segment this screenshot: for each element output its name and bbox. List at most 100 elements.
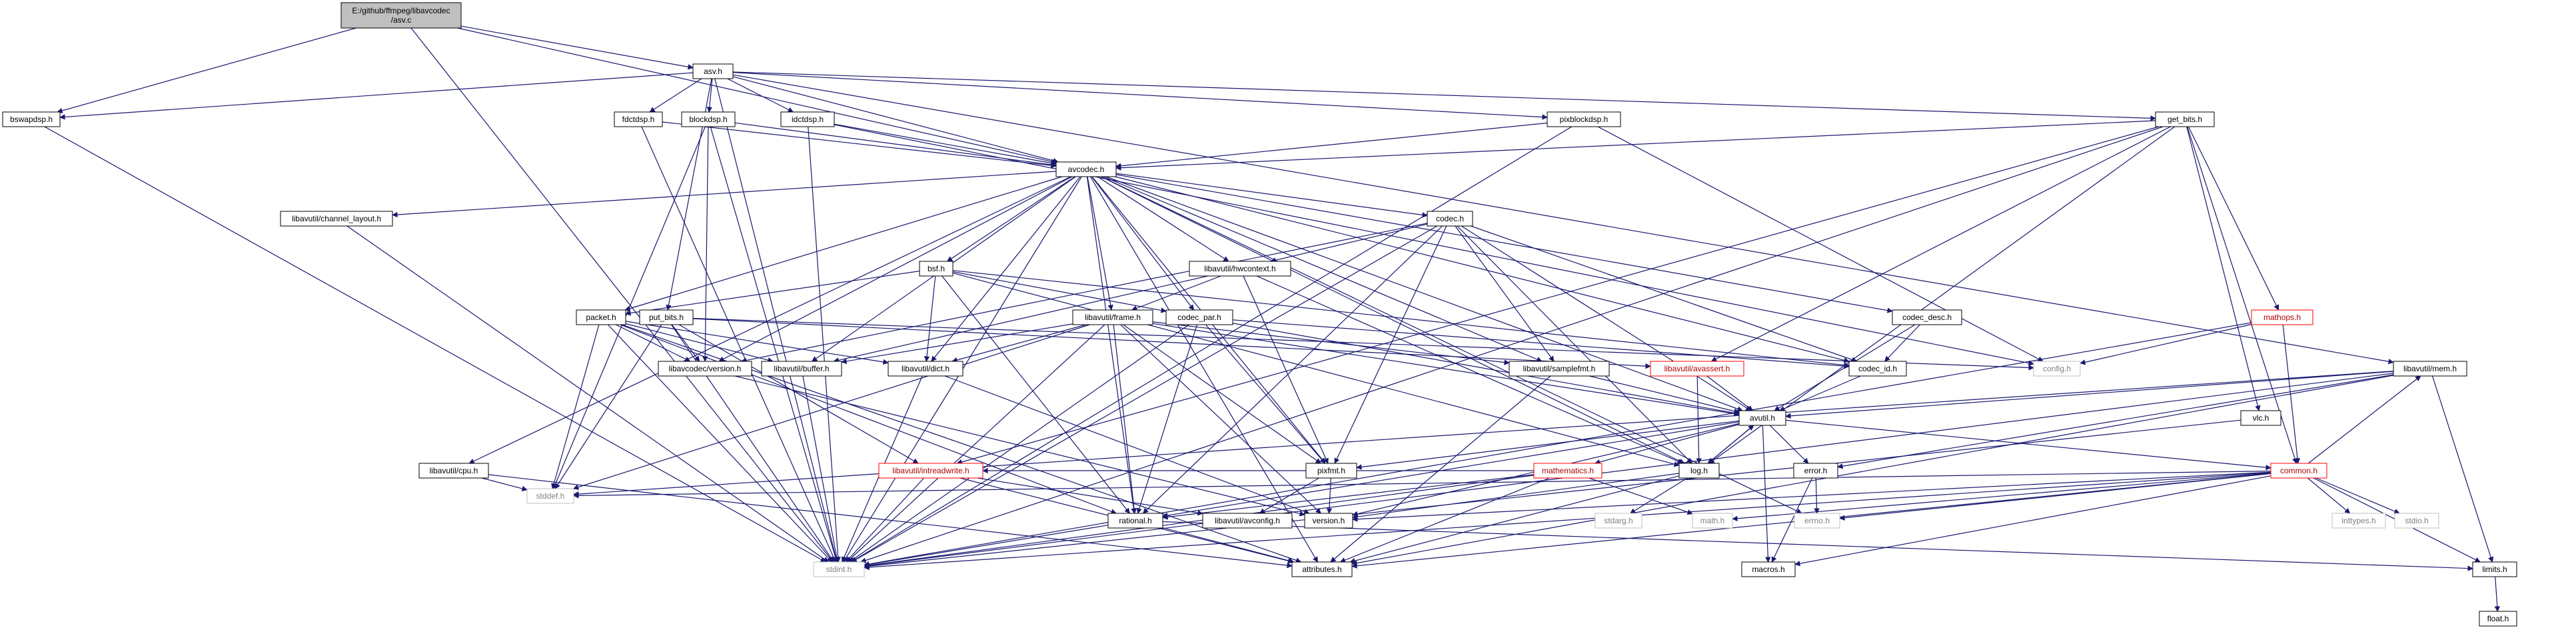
dependency-edge: [1162, 521, 2473, 571]
dependency-edge: [1696, 375, 1702, 464]
node-idctdsp-h[interactable]: idctdsp.h: [780, 111, 835, 127]
dependency-edge: [671, 324, 834, 563]
node-pixfmt-h[interactable]: pixfmt.h: [1305, 463, 1357, 479]
node-box: [1678, 463, 1720, 479]
node-box: [1595, 513, 1642, 529]
node-channel-layout-h[interactable]: libavutil/channel_layout.h: [280, 211, 393, 227]
node-limits-h[interactable]: limits.h: [2472, 561, 2517, 577]
node-mathematics-h[interactable]: mathematics.h: [1533, 463, 1603, 479]
dependency-edge: [841, 323, 1073, 365]
dependency-edge: [457, 27, 1057, 165]
node-frame-h[interactable]: libavutil/frame.h: [1072, 309, 1153, 325]
node-samplefmt-h[interactable]: libavutil/samplefmt.h: [1509, 361, 1610, 377]
node-box: [418, 463, 489, 479]
node-box: [1107, 513, 1163, 529]
node-blockdsp-h[interactable]: blockdsp.h: [681, 111, 736, 127]
dependency-edge: [1101, 176, 1685, 464]
node-box: [340, 2, 462, 29]
dependency-edge: [1232, 323, 1740, 416]
node-label: avutil.h: [1750, 413, 1775, 423]
dependency-edge: [977, 477, 1203, 516]
node-packet-h[interactable]: packet.h: [576, 309, 626, 325]
dependency-edge: [1259, 477, 1319, 514]
node-macros-h[interactable]: macros.h: [1741, 561, 1796, 577]
node-dict-h[interactable]: libavutil/dict.h: [888, 361, 964, 377]
node-layer: E:/github/ffmpeg/libavcodec/asv.c asv.h bs…: [2, 2, 2517, 627]
dependency-edge: [944, 375, 1310, 515]
node-box: [639, 309, 694, 325]
node-rational-h[interactable]: rational.h: [1107, 513, 1163, 529]
node-box: [692, 63, 734, 79]
node-label: rational.h: [1119, 516, 1151, 525]
node-errno-h: errno.h: [1794, 513, 1840, 529]
node-get-bits-h[interactable]: get_bits.h: [2155, 111, 2215, 127]
node-label: codec_par.h: [1177, 313, 1221, 322]
node-avassert-h[interactable]: libavutil/avassert.h: [1650, 361, 1744, 377]
node-box: [681, 111, 736, 127]
dependency-edge: [735, 375, 1305, 517]
dependency-edge: [410, 27, 834, 563]
dependency-edge: [1089, 176, 1319, 563]
dependency-edge: [666, 78, 712, 311]
node-label: /asv.c: [391, 15, 411, 25]
dependency-edge: [740, 223, 1428, 363]
dependency-edge: [734, 122, 1057, 168]
node-version-h[interactable]: version.h: [1304, 513, 1353, 529]
node-avcodec-h[interactable]: avcodec.h: [1055, 161, 1117, 177]
node-version-lc-h[interactable]: libavcodec/version.h: [658, 361, 752, 377]
dependency-edge: [1270, 223, 1428, 263]
node-buffer-h[interactable]: libavutil/buffer.h: [761, 361, 842, 377]
node-mathops-h[interactable]: mathops.h: [2251, 309, 2313, 325]
node-label: macros.h: [1752, 565, 1784, 574]
node-fdctdsp-h[interactable]: fdctdsp.h: [614, 111, 663, 127]
dependency-edge: [732, 72, 1548, 120]
dependency-edge: [624, 176, 1063, 311]
node-error-h[interactable]: error.h: [1793, 463, 1838, 479]
node-vlc-h[interactable]: vlc.h: [2240, 410, 2281, 426]
node-hwcontext-h[interactable]: libavutil/hwcontext.h: [1189, 261, 1291, 277]
node-label: asv.h: [704, 67, 722, 76]
node-box: [1165, 309, 1233, 325]
node-box: [1304, 513, 1353, 529]
dependency-edge: [1629, 477, 1688, 514]
node-log-h[interactable]: log.h: [1678, 463, 1720, 479]
node-codec-id-h[interactable]: codec_id.h: [1848, 361, 1907, 377]
node-asv-h[interactable]: asv.h: [692, 63, 734, 79]
dependency-edge: [1162, 474, 1535, 520]
node-label: codec.h: [1436, 214, 1464, 223]
node-mem-h[interactable]: libavutil/mem.h: [2393, 361, 2467, 377]
dependency-edge: [607, 324, 833, 563]
dependency-edge: [2307, 375, 2421, 464]
node-attributes-h[interactable]: attributes.h: [1291, 561, 1353, 577]
node-label: libavutil/channel_layout.h: [292, 214, 381, 223]
node-common-h[interactable]: common.h: [2270, 463, 2327, 479]
dependency-edge: [952, 270, 1850, 368]
node-avconfig-h[interactable]: libavutil/avconfig.h: [1202, 513, 1293, 529]
dependency-edge: [1455, 225, 1555, 362]
dependency-edge: [662, 121, 1057, 169]
node-label: codec_desc.h: [1902, 313, 1952, 322]
node-cpu-h[interactable]: libavutil/cpu.h: [418, 463, 489, 479]
dependency-edge: [864, 475, 1535, 569]
node-bsf-h[interactable]: bsf.h: [919, 261, 954, 277]
node-label: math.h: [1700, 516, 1725, 525]
node-box: [761, 361, 842, 377]
node-avutil-h[interactable]: avutil.h: [1738, 410, 1786, 426]
dependency-edge: [851, 225, 1438, 563]
node-label: libavutil/cpu.h: [430, 466, 478, 475]
node-label: mathematics.h: [1542, 466, 1594, 475]
node-codec-h[interactable]: codec.h: [1427, 211, 1473, 227]
node-put-bits-h[interactable]: put_bits.h: [639, 309, 694, 325]
node-box: [1055, 161, 1117, 177]
node-float-h[interactable]: float.h: [2479, 611, 2517, 627]
node-root[interactable]: E:/github/ffmpeg/libavcodec/asv.c: [340, 2, 462, 29]
node-intreadwrite-h[interactable]: libavutil/intreadwrite.h: [878, 463, 983, 479]
dependency-edge: [625, 271, 920, 316]
dependency-edge: [573, 371, 2394, 497]
node-pixblockdsp-h[interactable]: pixblockdsp.h: [1547, 111, 1621, 127]
node-bswapdsp-h[interactable]: bswapdsp.h: [2, 111, 61, 127]
dependency-edge: [57, 27, 356, 113]
node-codec-par-h[interactable]: codec_par.h: [1165, 309, 1233, 325]
node-codec-desc-h[interactable]: codec_desc.h: [1892, 309, 1962, 325]
dependency-edge: [1334, 225, 1447, 464]
